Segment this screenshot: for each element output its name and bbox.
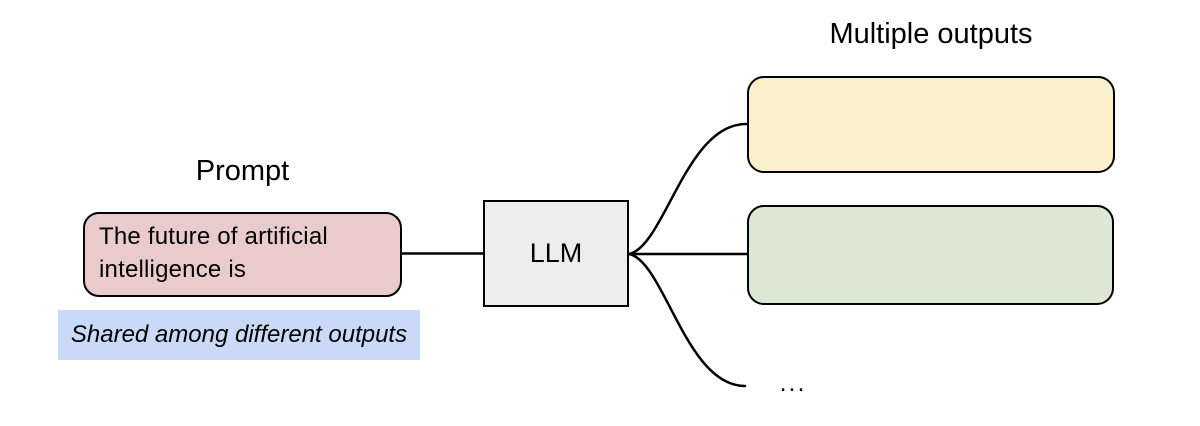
llm-box-label: LLM <box>529 238 583 268</box>
prompt-shared-note: Shared among different outputs <box>58 310 420 360</box>
output-box-1 <box>747 76 1115 173</box>
connector-llm-to-output1 <box>628 122 748 256</box>
prompt-box-text: The future of artificial intelligence is <box>99 223 328 283</box>
prompt-label: Prompt <box>195 155 290 187</box>
llm-box: LLM <box>483 200 629 307</box>
outputs-label: Multiple outputs <box>829 18 1033 50</box>
prompt-box: The future of artificial intelligence is <box>83 212 402 297</box>
output-box-2 <box>747 205 1114 305</box>
more-outputs-ellipsis: ... <box>779 369 807 397</box>
connector-llm-to-ellipsis <box>628 252 747 388</box>
